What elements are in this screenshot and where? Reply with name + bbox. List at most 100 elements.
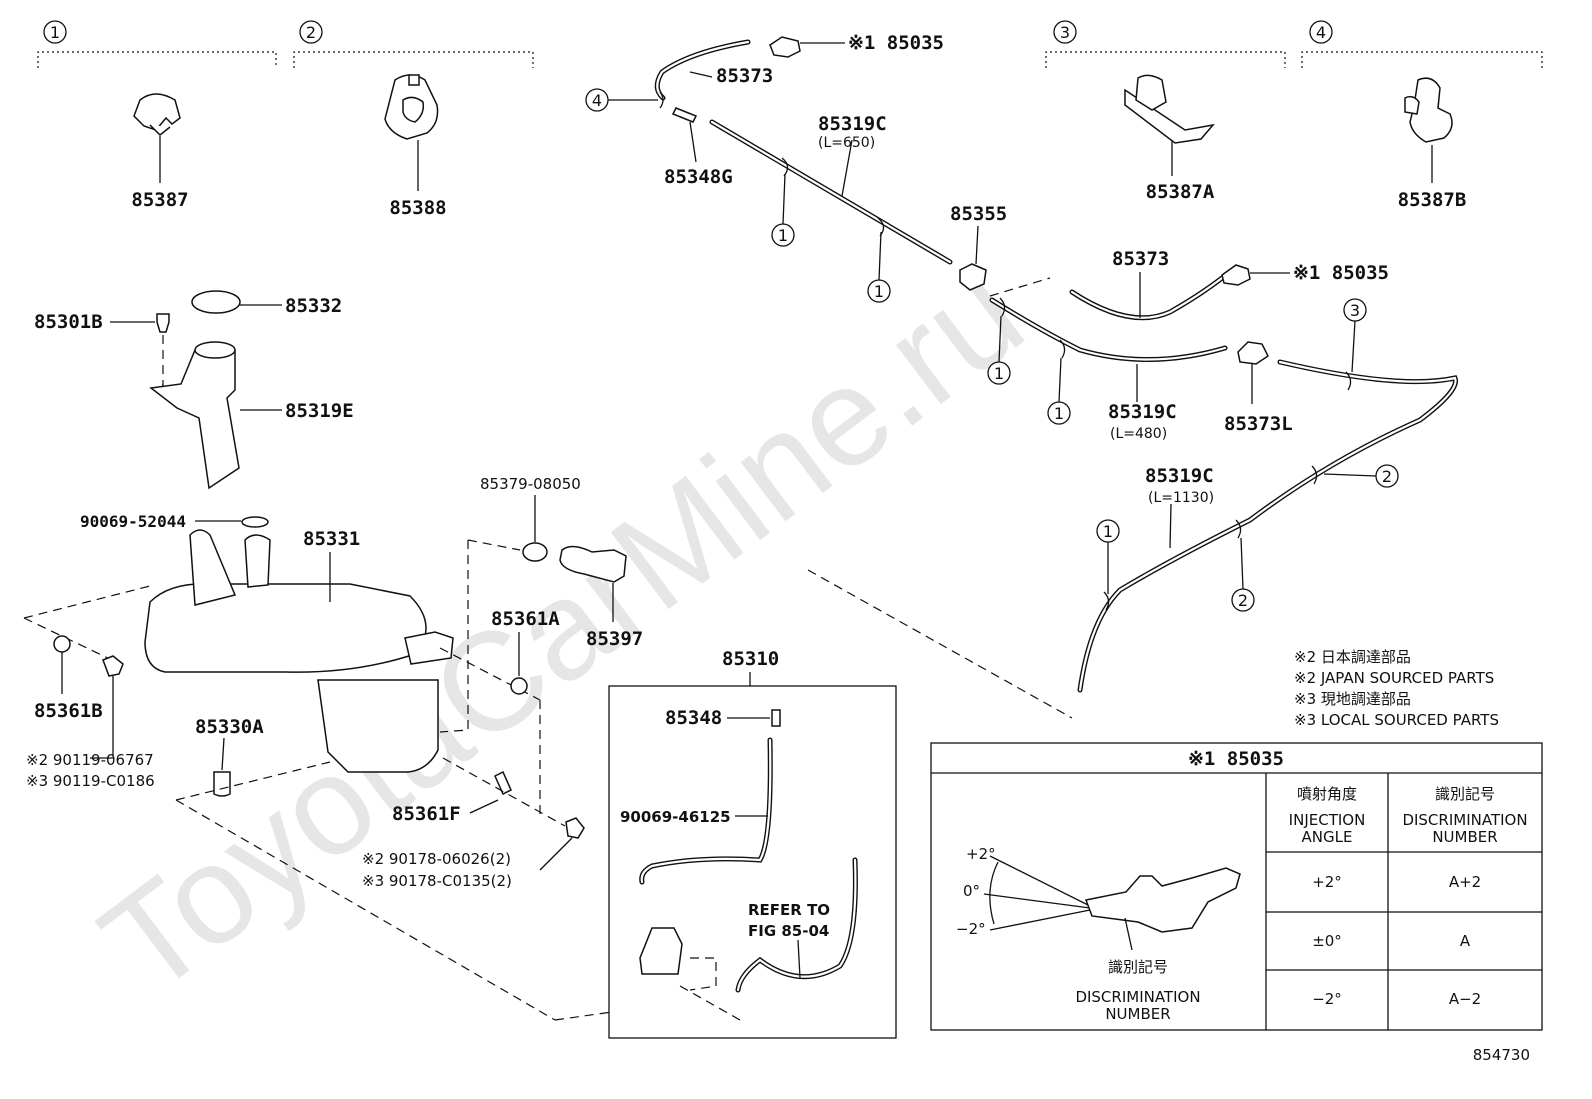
label-85373L: 85373L xyxy=(1224,413,1293,435)
label-85379-08050: 85379-08050 xyxy=(480,475,581,493)
upper-hose-assembly: ※1 85035 85373 4 85348G 85319C (L=650) 1… xyxy=(585,32,1459,719)
label-85387: 85387 xyxy=(131,189,188,211)
note-2: ※2 JAPAN SOURCED PARTS xyxy=(1294,669,1494,687)
col1-jp: 噴射角度 xyxy=(1297,785,1357,803)
refer-line-1: REFER TO xyxy=(748,901,830,919)
sensor-85397-icon xyxy=(559,545,627,583)
clip-85387-icon xyxy=(133,93,181,137)
label-85397: 85397 xyxy=(586,628,643,650)
group-4-callout xyxy=(1309,20,1333,44)
group-4-number: 4 xyxy=(1316,23,1326,42)
svg-text:3: 3 xyxy=(1350,301,1360,320)
plug-85330A-icon xyxy=(213,771,231,797)
label-85332: 85332 xyxy=(285,295,342,317)
spray-angle-diagram: +2° 0° −2° 識別記号 DISCRIMINATION NUMBER xyxy=(956,845,1241,1023)
col1-en-2: ANGLE xyxy=(1302,828,1353,846)
label-85387B: 85387B xyxy=(1398,189,1467,211)
svg-text:2: 2 xyxy=(1238,591,1248,610)
label-85330A: 85330A xyxy=(195,716,264,738)
clip-85387A-icon xyxy=(1124,74,1215,144)
nut-90178-icon xyxy=(565,817,585,839)
clamp-85388-icon xyxy=(384,74,439,140)
group-3-callout xyxy=(1053,20,1077,44)
clip-85301B-icon xyxy=(156,313,170,333)
joint-85348-icon xyxy=(771,709,781,727)
col2-en-2: NUMBER xyxy=(1432,828,1497,846)
label-85348G: 85348G xyxy=(664,166,733,188)
col1-en-1: INJECTION xyxy=(1289,811,1366,829)
pump-85310-group: 85310 85348 90069-46125 REFER TO FIG 85-… xyxy=(608,648,897,1039)
grommet-85361B-icon xyxy=(53,635,71,653)
col2-jp: 識別記号 xyxy=(1435,785,1495,803)
grommet-85379-icon xyxy=(522,542,548,562)
row3-angle: −2° xyxy=(1312,990,1342,1008)
table-title: ※1 85035 xyxy=(1188,748,1284,770)
svg-text:4: 4 xyxy=(592,91,602,110)
nozzle-table: ※1 85035 噴射角度 INJECTION ANGLE 識別記号 DISCR… xyxy=(930,742,1543,1031)
col2-en-1: DISCRIMINATION xyxy=(1402,811,1527,829)
pump-box xyxy=(608,685,897,1039)
angle-zero-label: 0° xyxy=(963,882,980,900)
svg-text:1: 1 xyxy=(1054,404,1064,423)
label-85331: 85331 xyxy=(303,528,360,550)
filler-pipe-85319E-icon xyxy=(149,344,240,490)
reservoir-assembly: 85332 85301B 85319E 90069-52044 85331 85… xyxy=(23,290,643,1021)
label-85319C-650: 85319C xyxy=(818,113,887,135)
svg-text:1: 1 xyxy=(994,364,1004,383)
label-85301B: 85301B xyxy=(34,311,103,333)
grommet-85361A-icon xyxy=(510,677,528,695)
disc-label-en-2: NUMBER xyxy=(1105,1005,1170,1023)
bolt-90119-icon xyxy=(102,655,124,677)
group-4: 4 85387B xyxy=(1301,20,1543,211)
oring-90069-52044-icon xyxy=(241,516,269,528)
label-85373-top: 85373 xyxy=(716,65,773,87)
clip-85387B-icon xyxy=(1404,77,1453,143)
row3-number: A−2 xyxy=(1449,990,1481,1008)
joint-85348G-icon xyxy=(671,107,698,123)
label-85319E: 85319E xyxy=(285,400,354,422)
tank-85331-icon xyxy=(144,583,427,673)
svg-text:1: 1 xyxy=(778,226,788,245)
length-650: (L=650) xyxy=(818,135,875,151)
group-2-callout xyxy=(299,20,323,44)
label-85373-mid: 85373 xyxy=(1112,248,1169,270)
label-90069-52044: 90069-52044 xyxy=(80,512,186,531)
disc-label-en-1: DISCRIMINATION xyxy=(1075,988,1200,1006)
notes: ※2 日本調達部品 ※2 JAPAN SOURCED PARTS ※3 現地調達… xyxy=(1294,648,1499,729)
joint-85373L-icon xyxy=(1237,341,1269,365)
row2-angle: ±0° xyxy=(1312,932,1342,950)
label-85319C-1130: 85319C xyxy=(1145,465,1214,487)
pump-motor-icon xyxy=(639,927,683,975)
label-85361A: 85361A xyxy=(491,608,560,630)
group-3: 3 85387A xyxy=(1045,20,1286,203)
group-1: 1 85387 xyxy=(37,20,277,211)
row1-number: A+2 xyxy=(1449,873,1481,891)
cap-85332-icon xyxy=(191,290,241,314)
svg-text:1: 1 xyxy=(874,282,884,301)
svg-text:1: 1 xyxy=(1103,522,1113,541)
label-85388: 85388 xyxy=(389,197,446,219)
nozzle-85035-top-icon xyxy=(769,36,801,58)
disc-label-jp: 識別記号 xyxy=(1108,958,1168,976)
label-85035-mid: ※1 85035 xyxy=(1293,262,1389,284)
note-3: ※3 現地調達部品 xyxy=(1294,690,1411,708)
label-85361F: 85361F xyxy=(392,803,461,825)
label-85361B: 85361B xyxy=(34,700,103,722)
figure-code: 854730 xyxy=(1473,1046,1530,1064)
group-1-number: 1 xyxy=(50,23,60,42)
length-480: (L=480) xyxy=(1110,426,1167,442)
group-2: 2 85388 xyxy=(293,20,534,219)
angle-minus-label: −2° xyxy=(956,920,986,938)
refer-line-2: FIG 85-04 xyxy=(748,922,829,940)
note-1: ※2 日本調達部品 xyxy=(1294,648,1411,666)
label-90178-C0135: ※3 90178-C0135(2) xyxy=(362,872,512,890)
group-2-number: 2 xyxy=(306,23,316,42)
label-90119-06767: ※2 90119-06767 xyxy=(26,751,154,769)
label-90069-46125: 90069-46125 xyxy=(620,808,731,826)
group-3-number: 3 xyxy=(1060,23,1070,42)
label-85035-top: ※1 85035 xyxy=(848,32,944,54)
group-1-callout xyxy=(43,20,67,44)
label-85310: 85310 xyxy=(722,648,779,670)
length-1130: (L=1130) xyxy=(1148,490,1214,506)
